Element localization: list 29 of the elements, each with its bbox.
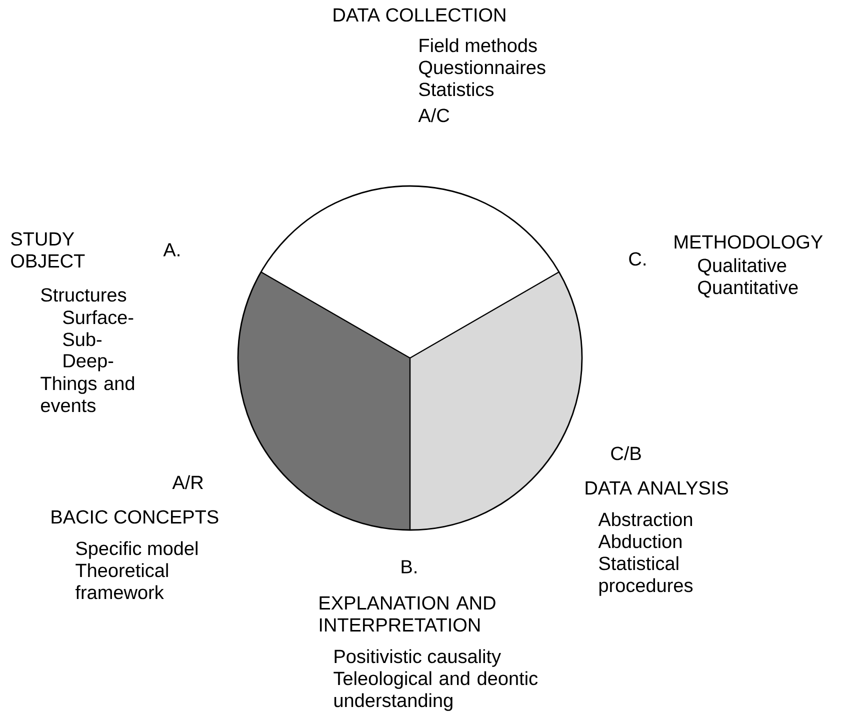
section-heading: STUDY OBJECT [11,232,85,268]
list-item: Theoretical framework [75,563,168,600]
list-item: Statistics [419,82,494,96]
section-heading: METHODOLOGY [674,235,823,249]
list-item: Surface- [63,310,134,324]
list-item: Teleological and deontic understanding [334,671,538,711]
sector-letter: A/R [172,475,203,490]
sector-letter: A. [163,243,180,256]
section-heading: DATA COLLECTION [334,8,506,22]
sector-letter: C. [629,252,646,266]
list-item: Questionnaires [419,60,546,78]
sector-letter: A/C [418,108,450,122]
list-item: Things and events [40,376,134,412]
list-item: Qualitative [698,258,786,276]
list-item: Deep- [64,354,114,372]
list-item: Specific model [76,541,198,559]
list-item: Field methods [420,38,537,52]
list-item: Abduction [598,534,682,548]
list-item: Sub- [63,332,102,346]
sector-letter: C/B [611,446,641,460]
section-heading: BACIC CONCEPTS [52,510,218,524]
section-heading: DATA ANALYSIS [586,481,728,495]
list-item: Statistical procedures [599,556,693,596]
list-item: Positivistic causality [334,649,501,667]
list-item: Structures [41,288,126,302]
list-item: Abstraction [598,512,692,526]
list-item: Quantitative [698,280,798,298]
sector-letter: B. [402,560,416,574]
section-heading: EXPLANATION AND INTERPRETATION [320,596,496,632]
